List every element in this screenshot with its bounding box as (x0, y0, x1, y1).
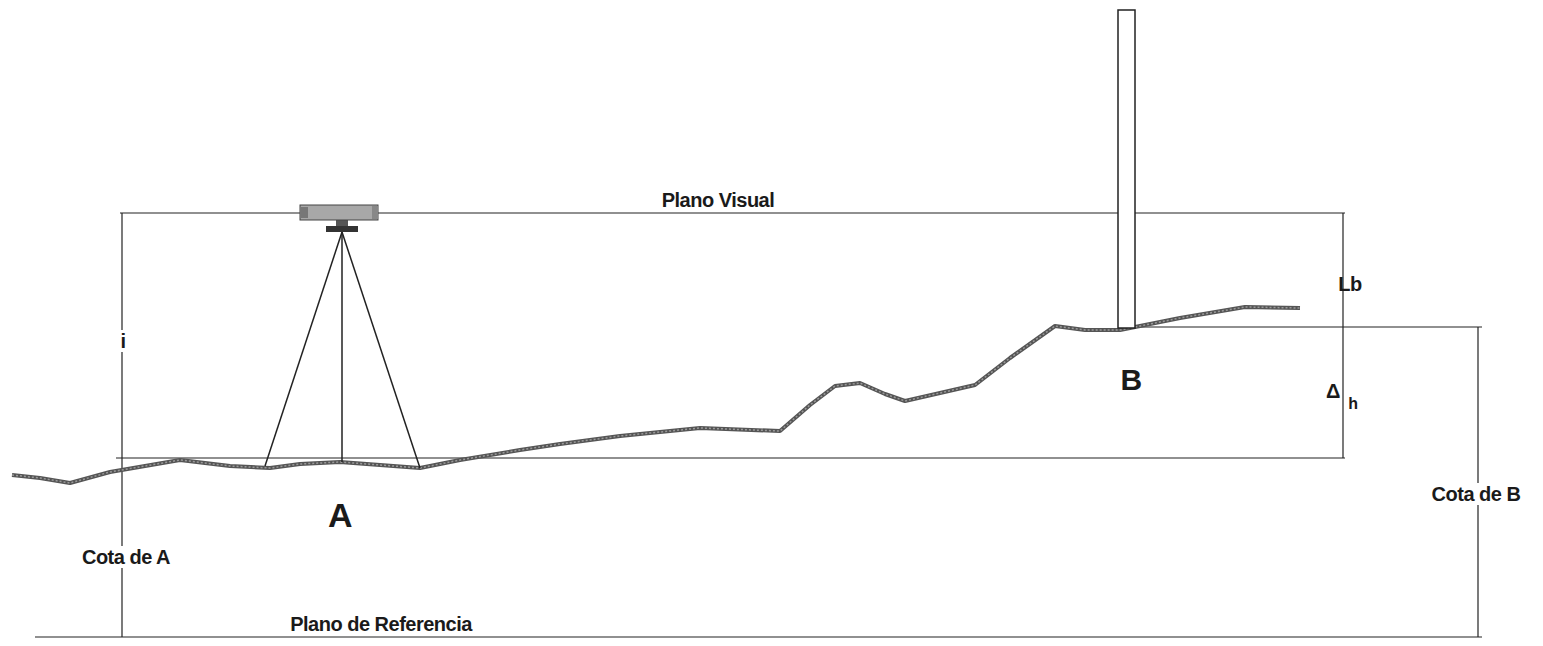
terrain-profile (12, 307, 1300, 483)
plane-label: Plano Visual (662, 190, 775, 210)
point-label: B (1120, 365, 1141, 395)
dimension-lines (35, 213, 1482, 637)
dimension-subscript: h (1348, 396, 1357, 412)
level-instrument (265, 205, 420, 468)
dimension-label: Lb (1338, 274, 1361, 294)
leveling-rod (1118, 10, 1135, 328)
reference-plane-line (35, 636, 1482, 637)
terrain-texture (12, 307, 1300, 483)
dimension-label: i (117, 330, 128, 352)
elevation-label: Cota de A (79, 546, 173, 568)
plane-label: Plano de Referencia (290, 614, 472, 634)
dimension-line (121, 213, 122, 637)
level-line (116, 457, 1345, 458)
dimension-label: Δ (1326, 381, 1340, 401)
dimension-line (1477, 327, 1478, 637)
level-line (1120, 326, 1482, 327)
point-label: A (328, 498, 352, 532)
elevation-label: Cota de B (1429, 483, 1524, 505)
dimension-line (1342, 213, 1343, 458)
